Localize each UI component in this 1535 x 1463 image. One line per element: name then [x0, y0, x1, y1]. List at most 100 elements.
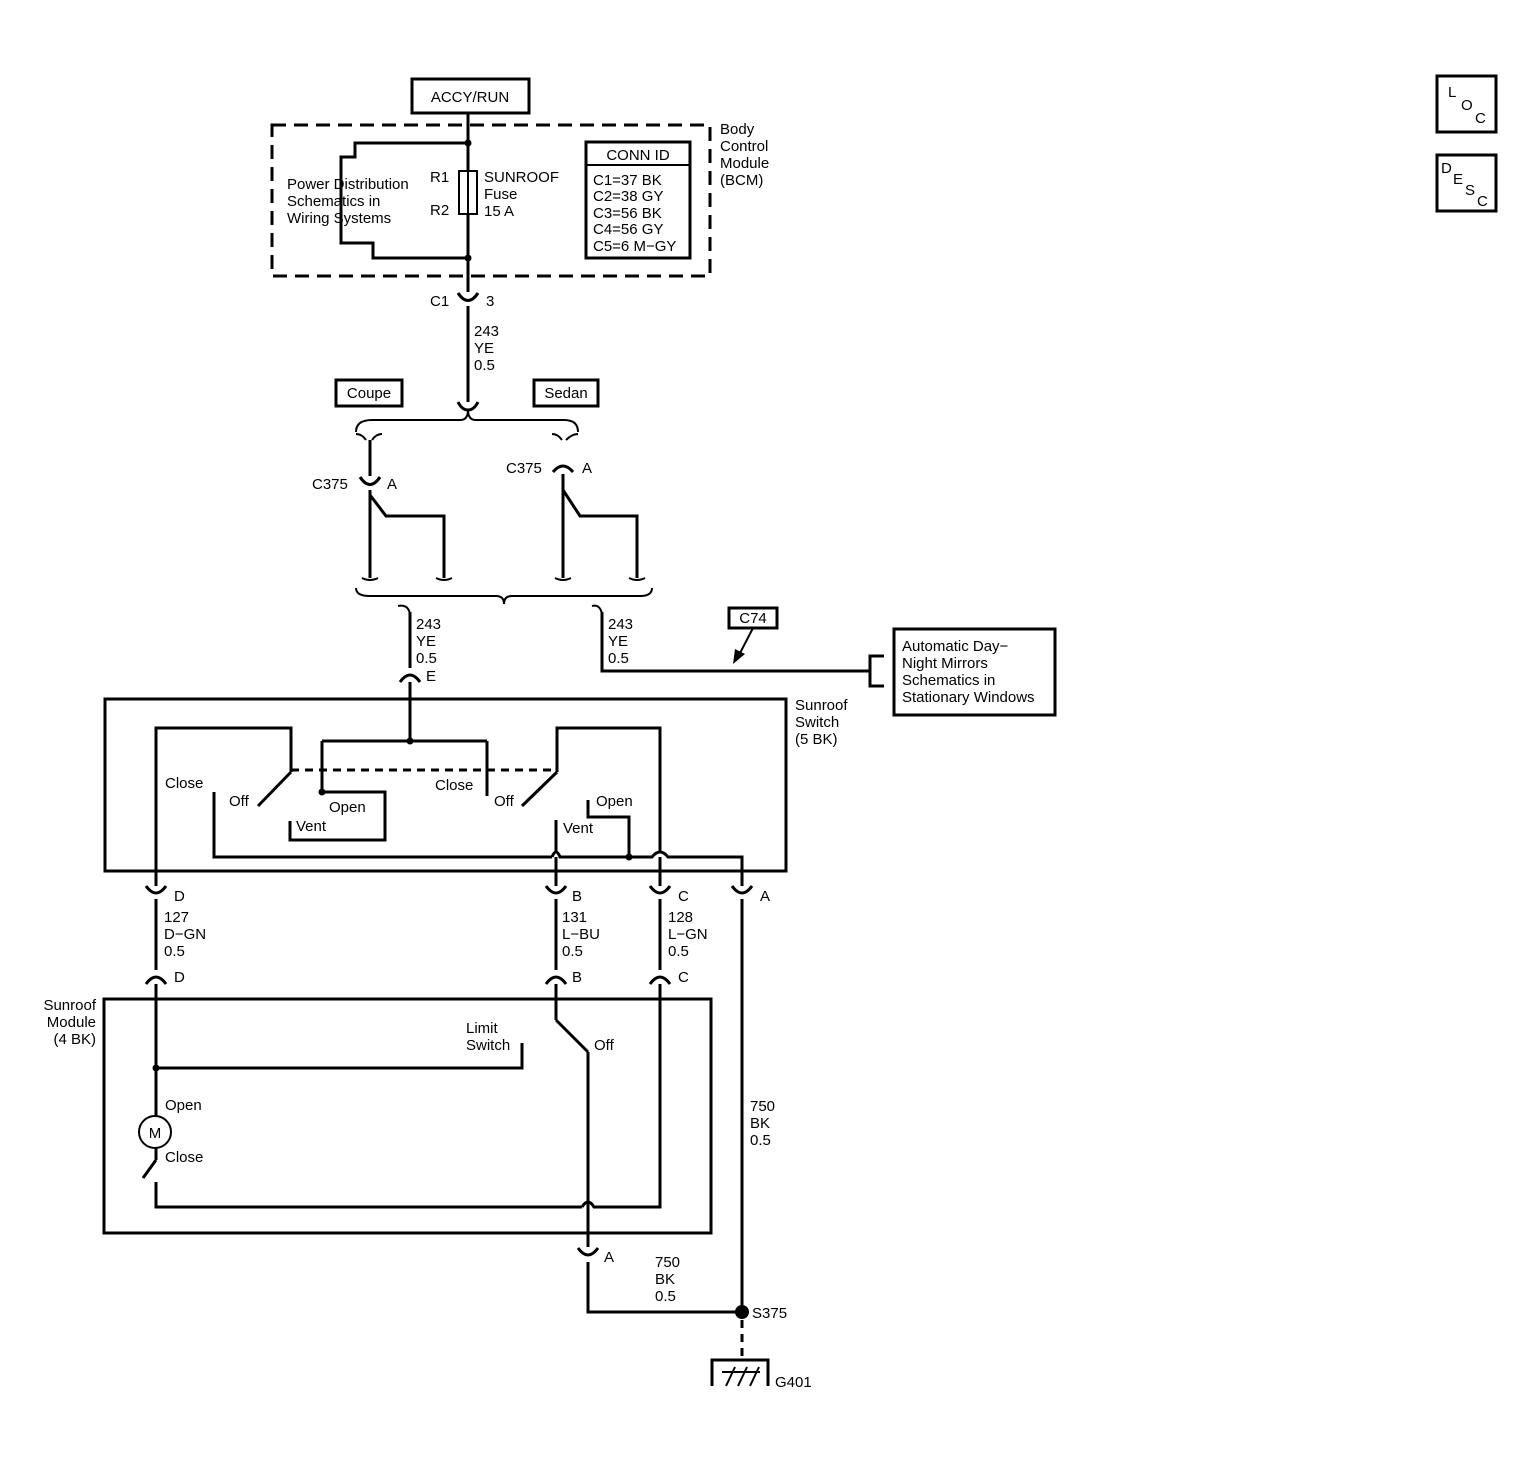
pin-label: A: [582, 460, 592, 477]
motor-open-label: Open: [165, 1097, 202, 1114]
switch-open-left: Open: [329, 799, 366, 816]
option-split-top: Coupe Sedan: [334, 378, 600, 441]
sunroof-fuse: R1 R2 SUNROOF Fuse 15 A: [430, 113, 559, 292]
module-ground-path: A 750 BK 0.5: [576, 1247, 742, 1314]
wire-size: 0.5: [474, 357, 495, 374]
wire-color: YE: [608, 633, 628, 650]
module-title: Sunroof: [43, 997, 96, 1014]
loc-letter: C: [1475, 110, 1486, 127]
wire-color: YE: [474, 340, 494, 357]
desc-letter: C: [1477, 193, 1488, 210]
connector-label: C375: [312, 476, 348, 493]
wire-size: 0.5: [750, 1132, 771, 1149]
fuse-label: 15 A: [484, 203, 514, 220]
bcm-title: Module: [720, 155, 769, 172]
loc-letter: O: [1461, 97, 1473, 114]
wire-circuit: 243: [474, 323, 499, 340]
option-coupe: Coupe: [347, 385, 391, 402]
option-sedan: Sedan: [544, 385, 587, 402]
wire-size: 0.5: [164, 943, 185, 960]
switch-close-left: Close: [165, 775, 203, 792]
motor-label: M: [149, 1125, 162, 1142]
splice-label: S375: [752, 1305, 787, 1322]
desc-letter: D: [1441, 160, 1452, 177]
pin-label: C: [678, 888, 689, 905]
switch-title: (5 BK): [795, 731, 838, 748]
desc-icon[interactable]: D E S C: [1435, 153, 1498, 213]
power-distribution-reference[interactable]: Power Distribution Schematics in Wiring …: [287, 141, 468, 260]
ground-label: G401: [775, 1374, 812, 1391]
loc-icon[interactable]: L O C: [1435, 74, 1498, 134]
accy-run-label: ACCY/RUN: [410, 77, 531, 115]
switch-title: Switch: [795, 714, 839, 731]
fuse-label: Fuse: [484, 186, 517, 203]
pin-label: B: [572, 969, 582, 986]
mirrors-reference-box[interactable]: Automatic Day− Night Mirrors Schematics …: [892, 627, 1057, 717]
mirrors-text: Stationary Windows: [902, 689, 1035, 706]
conn-id-row: C1=37 BK: [593, 172, 662, 189]
switch-vent-left: Vent: [296, 818, 327, 835]
pin-label: B: [572, 888, 582, 905]
desc-letter: S: [1465, 182, 1475, 199]
switch-pins: D B C A: [144, 885, 770, 905]
pds-text: Wiring Systems: [287, 210, 391, 227]
wire-size: 0.5: [668, 943, 689, 960]
switch-off-left: Off: [229, 793, 250, 810]
mirrors-text: Night Mirrors: [902, 655, 988, 672]
switch-open-right: Open: [596, 793, 633, 810]
harness-wires: 127 D−GN 0.5 131 L−BU 0.5 128 L−GN 0.5 7…: [154, 899, 775, 1312]
limit-switch-label: Switch: [466, 1037, 510, 1054]
bcm-title: Body: [720, 121, 755, 138]
pin-label: D: [174, 888, 185, 905]
mirrors-text: Automatic Day−: [902, 638, 1009, 655]
fuse-r1-label: R1: [430, 169, 449, 186]
sunroof-module: Sunroof Module (4 BK) Limit Switch M Ope…: [43, 984, 713, 1247]
limit-switch-label: Limit: [466, 1020, 499, 1037]
wire-to-mirrors[interactable]: 243 YE 0.5 C74: [591, 604, 884, 688]
c375-coupe: C375 A: [312, 440, 453, 581]
bcm-title: (BCM): [720, 172, 763, 189]
power-label-text: ACCY/RUN: [431, 89, 509, 106]
fuse-label: SUNROOF: [484, 169, 559, 186]
bcm-c1-connector: C1 3 243 YE 0.5: [430, 292, 499, 402]
wire-color: L−GN: [668, 926, 708, 943]
bcm-title: Control: [720, 138, 768, 155]
wire-size: 0.5: [608, 650, 629, 667]
pds-text: Schematics in: [287, 193, 380, 210]
splice-s375: S375: [735, 1305, 787, 1358]
wire-size: 0.5: [416, 650, 437, 667]
connector-label: C375: [506, 460, 542, 477]
wire-to-switch: 243 YE 0.5 E: [397, 604, 441, 699]
pin-label: D: [174, 969, 185, 986]
wire-color: BK: [750, 1115, 770, 1132]
wire-color: L−BU: [562, 926, 600, 943]
pds-text: Power Distribution: [287, 176, 409, 193]
wire-color: YE: [416, 633, 436, 650]
ground-g401-icon: G401: [710, 1358, 812, 1391]
pin-label: A: [604, 1249, 614, 1266]
pin-label: E: [426, 668, 436, 685]
wire-circuit: 131: [562, 909, 587, 926]
switch-vent-right: Vent: [563, 820, 594, 837]
connector-label: C1: [430, 293, 449, 310]
sunroof-switch: Sunroof Switch (5 BK) Close Off Open Ven…: [103, 697, 848, 886]
wire-color: BK: [655, 1271, 675, 1288]
pin-label: A: [760, 888, 770, 905]
fuse-r2-label: R2: [430, 202, 449, 219]
pin-label: A: [387, 476, 397, 493]
module-pins: D B C: [144, 969, 689, 986]
module-off-label: Off: [594, 1037, 615, 1054]
conn-id-row: C5=6 M−GY: [593, 238, 676, 255]
c74-label: C74: [739, 610, 767, 627]
pin-label: 3: [486, 293, 494, 310]
c375-sedan: C375 A: [506, 460, 646, 581]
conn-id-row: C2=38 GY: [593, 188, 663, 205]
wire-circuit: 750: [750, 1098, 775, 1115]
wire-circuit: 128: [668, 909, 693, 926]
module-title: (4 BK): [53, 1031, 96, 1048]
switch-off-right: Off: [494, 793, 515, 810]
option-join-bottom: [355, 587, 653, 605]
wire-circuit: 243: [416, 616, 441, 633]
wire-color: D−GN: [164, 926, 206, 943]
